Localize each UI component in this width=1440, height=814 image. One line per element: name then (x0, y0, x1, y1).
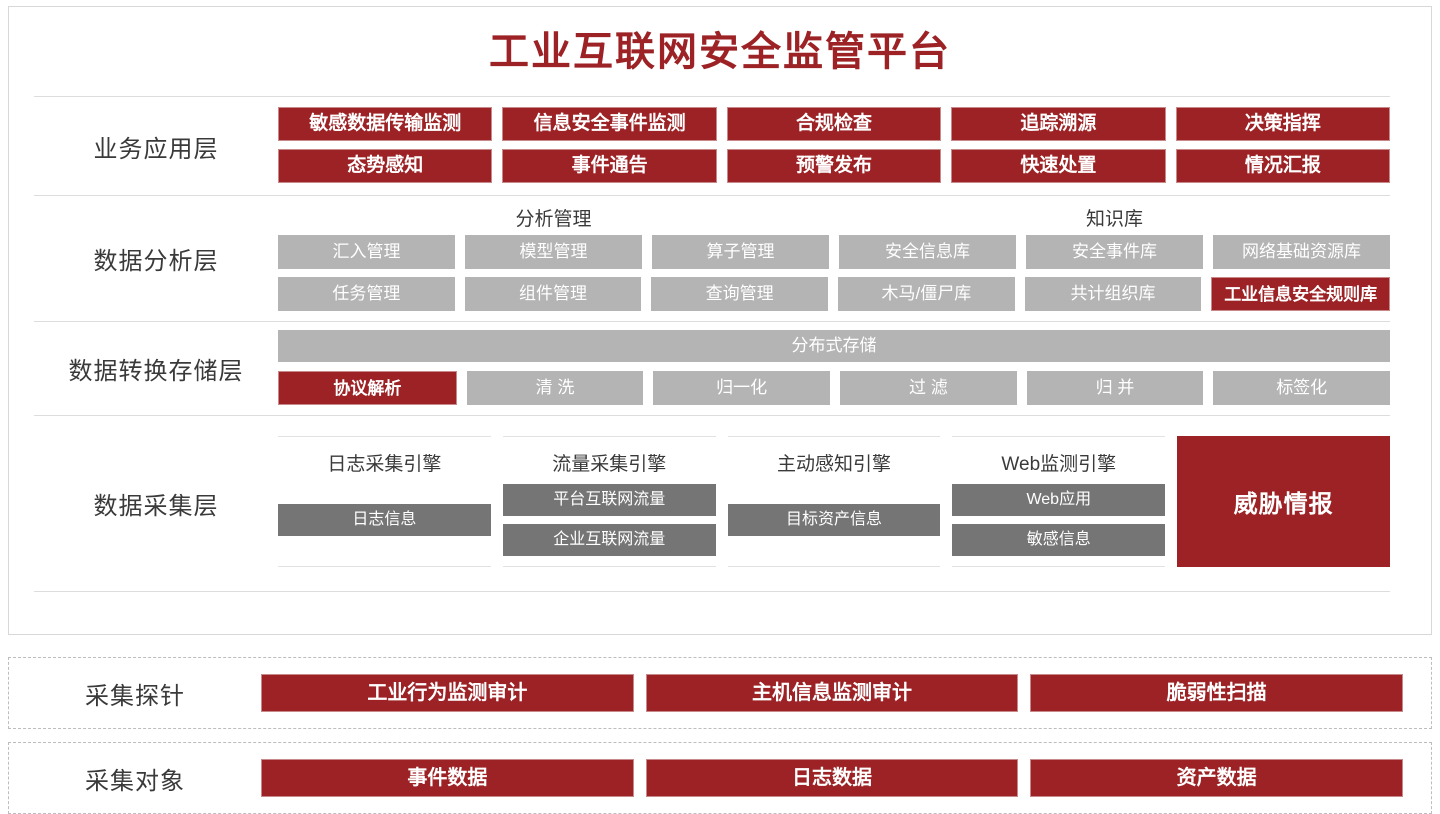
layer-stack: 业务应用层 敏感数据传输监测 信息安全事件监测 合规检查 追踪溯源 决策指挥 态… (34, 96, 1391, 592)
layer-label-data-collection: 数据采集层 (93, 493, 219, 520)
engine-items-active-sensing: 目标资产信息 (727, 484, 941, 560)
analysis-btn-import-management[interactable]: 汇入管理 (278, 235, 455, 269)
section-label-collection-probe: 采集探针 (85, 682, 185, 710)
layer-business-application: 业务应用层 敏感数据传输监测 信息安全事件监测 合规检查 追踪溯源 决策指挥 态… (34, 96, 1391, 195)
storage-btn-protocol-parsing[interactable]: 协议解析 (278, 371, 457, 405)
storage-btn-filtering[interactable]: 过 滤 (840, 371, 1017, 405)
engine-title-active-sensing: 主动感知引擎 (776, 454, 891, 475)
section-label-collection-object: 采集对象 (85, 767, 185, 795)
analysis-group-headers: 分析管理 知识库 (278, 204, 1390, 231)
layer-body-data-collection: 日志采集引擎 日志信息 流量采集引擎 平台互联网流量 企业互联网流量 主 (278, 416, 1390, 591)
storage-btn-tagging[interactable]: 标签化 (1213, 371, 1391, 405)
engine-item-target-asset-info[interactable]: 目标资产信息 (727, 504, 941, 536)
analysis-btn-network-resource-base[interactable]: 网络基础资源库 (1213, 235, 1390, 269)
analysis-row-2: 任务管理 组件管理 查询管理 木马/僵尸库 共计组织库 工业信息安全规则库 (278, 277, 1391, 311)
layer-data-collection: 数据采集层 日志采集引擎 日志信息 流量采集引擎 平台互联网流量 企业互联网流量 (34, 415, 1390, 592)
engine-traffic-collection: 流量采集引擎 平台互联网流量 企业互联网流量 (502, 436, 716, 567)
engine-item-web-application[interactable]: Web应用 (952, 484, 1166, 516)
object-btn-asset-data[interactable]: 资产数据 (1030, 759, 1404, 797)
engine-log-collection: 日志采集引擎 日志信息 (278, 436, 491, 567)
biz-btn-infosec-event-monitor[interactable]: 信息安全事件监测 (502, 107, 717, 141)
layer-label-data-analysis: 数据分析层 (93, 248, 219, 275)
engine-web-monitoring: Web监测引擎 Web应用 敏感信息 (952, 436, 1166, 567)
layer-data-analysis: 数据分析层 分析管理 知识库 汇入管理 模型管理 算子管理 安全信息库 安全事件… (34, 195, 1391, 321)
object-btn-log-data[interactable]: 日志数据 (645, 759, 1019, 797)
object-btn-event-data[interactable]: 事件数据 (261, 759, 634, 797)
storage-btn-cleaning[interactable]: 清 洗 (466, 371, 644, 405)
group-title-analysis-management: 分析管理 (515, 209, 592, 230)
layer-body-data-analysis: 分析管理 知识库 汇入管理 模型管理 算子管理 安全信息库 安全事件库 网络基础… (278, 196, 1391, 321)
biz-btn-rapid-disposal[interactable]: 快速处置 (951, 149, 1166, 183)
probe-btn-industrial-behavior-audit[interactable]: 工业行为监测审计 (261, 674, 634, 712)
engine-item-log-info[interactable]: 日志信息 (278, 504, 491, 536)
layer-label-data-storage: 数据转换存储层 (68, 358, 244, 385)
engine-item-sensitive-info[interactable]: 敏感信息 (952, 524, 1166, 556)
analysis-btn-security-event-base[interactable]: 安全事件库 (1026, 235, 1203, 269)
object-items: 事件数据 日志数据 资产数据 (261, 759, 1431, 797)
analysis-row-1: 汇入管理 模型管理 算子管理 安全信息库 安全事件库 网络基础资源库 (278, 235, 1390, 269)
layer-label-business-application: 业务应用层 (93, 135, 219, 163)
analysis-btn-query-management[interactable]: 查询管理 (651, 277, 829, 311)
page-title: 工业互联网安全监管平台 (489, 30, 951, 74)
biz-btn-compliance-check[interactable]: 合规检查 (726, 107, 942, 141)
storage-btn-merging[interactable]: 归 并 (1026, 371, 1204, 405)
biz-btn-situation-awareness[interactable]: 态势感知 (278, 149, 493, 183)
biz-btn-sensitive-data-transfer[interactable]: 敏感数据传输监测 (278, 107, 493, 141)
analysis-btn-operator-management[interactable]: 算子管理 (652, 235, 829, 269)
biz-btn-situation-report[interactable]: 情况汇报 (1175, 149, 1391, 183)
engine-title-log-collection: 日志采集引擎 (327, 454, 442, 475)
biz-btn-decision-command[interactable]: 决策指挥 (1175, 107, 1391, 141)
biz-row-2: 态势感知 事件通告 预警发布 快速处置 情况汇报 (278, 149, 1391, 183)
analysis-btn-industrial-security-rule-base[interactable]: 工业信息安全规则库 (1211, 277, 1391, 311)
layer-body-data-storage: 分布式存储 协议解析 清 洗 归一化 过 滤 归 并 标签化 (278, 322, 1391, 415)
engine-title-web-monitoring: Web监测引擎 (1001, 454, 1117, 475)
engine-active-sensing: 主动感知引擎 目标资产信息 (727, 436, 941, 567)
probe-btn-host-info-audit[interactable]: 主机信息监测审计 (645, 674, 1019, 712)
biz-row-1: 敏感数据传输监测 信息安全事件监测 合规检查 追踪溯源 决策指挥 (278, 107, 1391, 141)
probe-items: 工业行为监测审计 主机信息监测审计 脆弱性扫描 (261, 674, 1431, 712)
analysis-btn-model-management[interactable]: 模型管理 (465, 235, 642, 269)
biz-btn-event-notice[interactable]: 事件通告 (502, 149, 717, 183)
biz-btn-trace-source[interactable]: 追踪溯源 (951, 107, 1166, 141)
engine-items-traffic-collection: 平台互联网流量 企业互联网流量 (502, 484, 716, 560)
analysis-btn-task-management[interactable]: 任务管理 (278, 277, 455, 311)
group-title-knowledge-base: 知识库 (1085, 209, 1143, 230)
analysis-btn-trojan-botnet-base[interactable]: 木马/僵尸库 (838, 277, 1015, 311)
analysis-btn-component-management[interactable]: 组件管理 (464, 277, 642, 311)
analysis-btn-attack-org-base[interactable]: 共计组织库 (1024, 277, 1202, 311)
page-title-wrap: 工业互联网安全监管平台 (0, 0, 1440, 96)
storage-btn-normalization[interactable]: 归一化 (653, 371, 831, 405)
engine-items-log-collection: 日志信息 (278, 484, 491, 560)
biz-btn-early-warning-release[interactable]: 预警发布 (726, 149, 942, 183)
section-collection-probe: 采集探针 工业行为监测审计 主机信息监测审计 脆弱性扫描 (8, 657, 1432, 729)
threat-intelligence-panel[interactable]: 威胁情报 (1177, 436, 1390, 567)
layer-body-business-application: 敏感数据传输监测 信息安全事件监测 合规检查 追踪溯源 决策指挥 态势感知 事件… (278, 97, 1391, 195)
layer-data-storage: 数据转换存储层 分布式存储 协议解析 清 洗 归一化 过 滤 归 并 标签化 (34, 321, 1391, 415)
collection-engines: 日志采集引擎 日志信息 流量采集引擎 平台互联网流量 企业互联网流量 主 (278, 424, 1390, 581)
engine-item-platform-internet-traffic[interactable]: 平台互联网流量 (502, 484, 716, 516)
storage-bar-distributed-storage: 分布式存储 (278, 330, 1390, 362)
engine-title-traffic-collection: 流量采集引擎 (552, 454, 667, 475)
analysis-btn-security-info-base[interactable]: 安全信息库 (839, 235, 1016, 269)
section-collection-object: 采集对象 事件数据 日志数据 资产数据 (8, 742, 1432, 814)
storage-row-1: 协议解析 清 洗 归一化 过 滤 归 并 标签化 (278, 371, 1391, 405)
engine-items-web-monitoring: Web应用 敏感信息 (952, 484, 1166, 560)
probe-btn-vulnerability-scan[interactable]: 脆弱性扫描 (1030, 674, 1404, 712)
engine-item-enterprise-internet-traffic[interactable]: 企业互联网流量 (502, 524, 716, 556)
